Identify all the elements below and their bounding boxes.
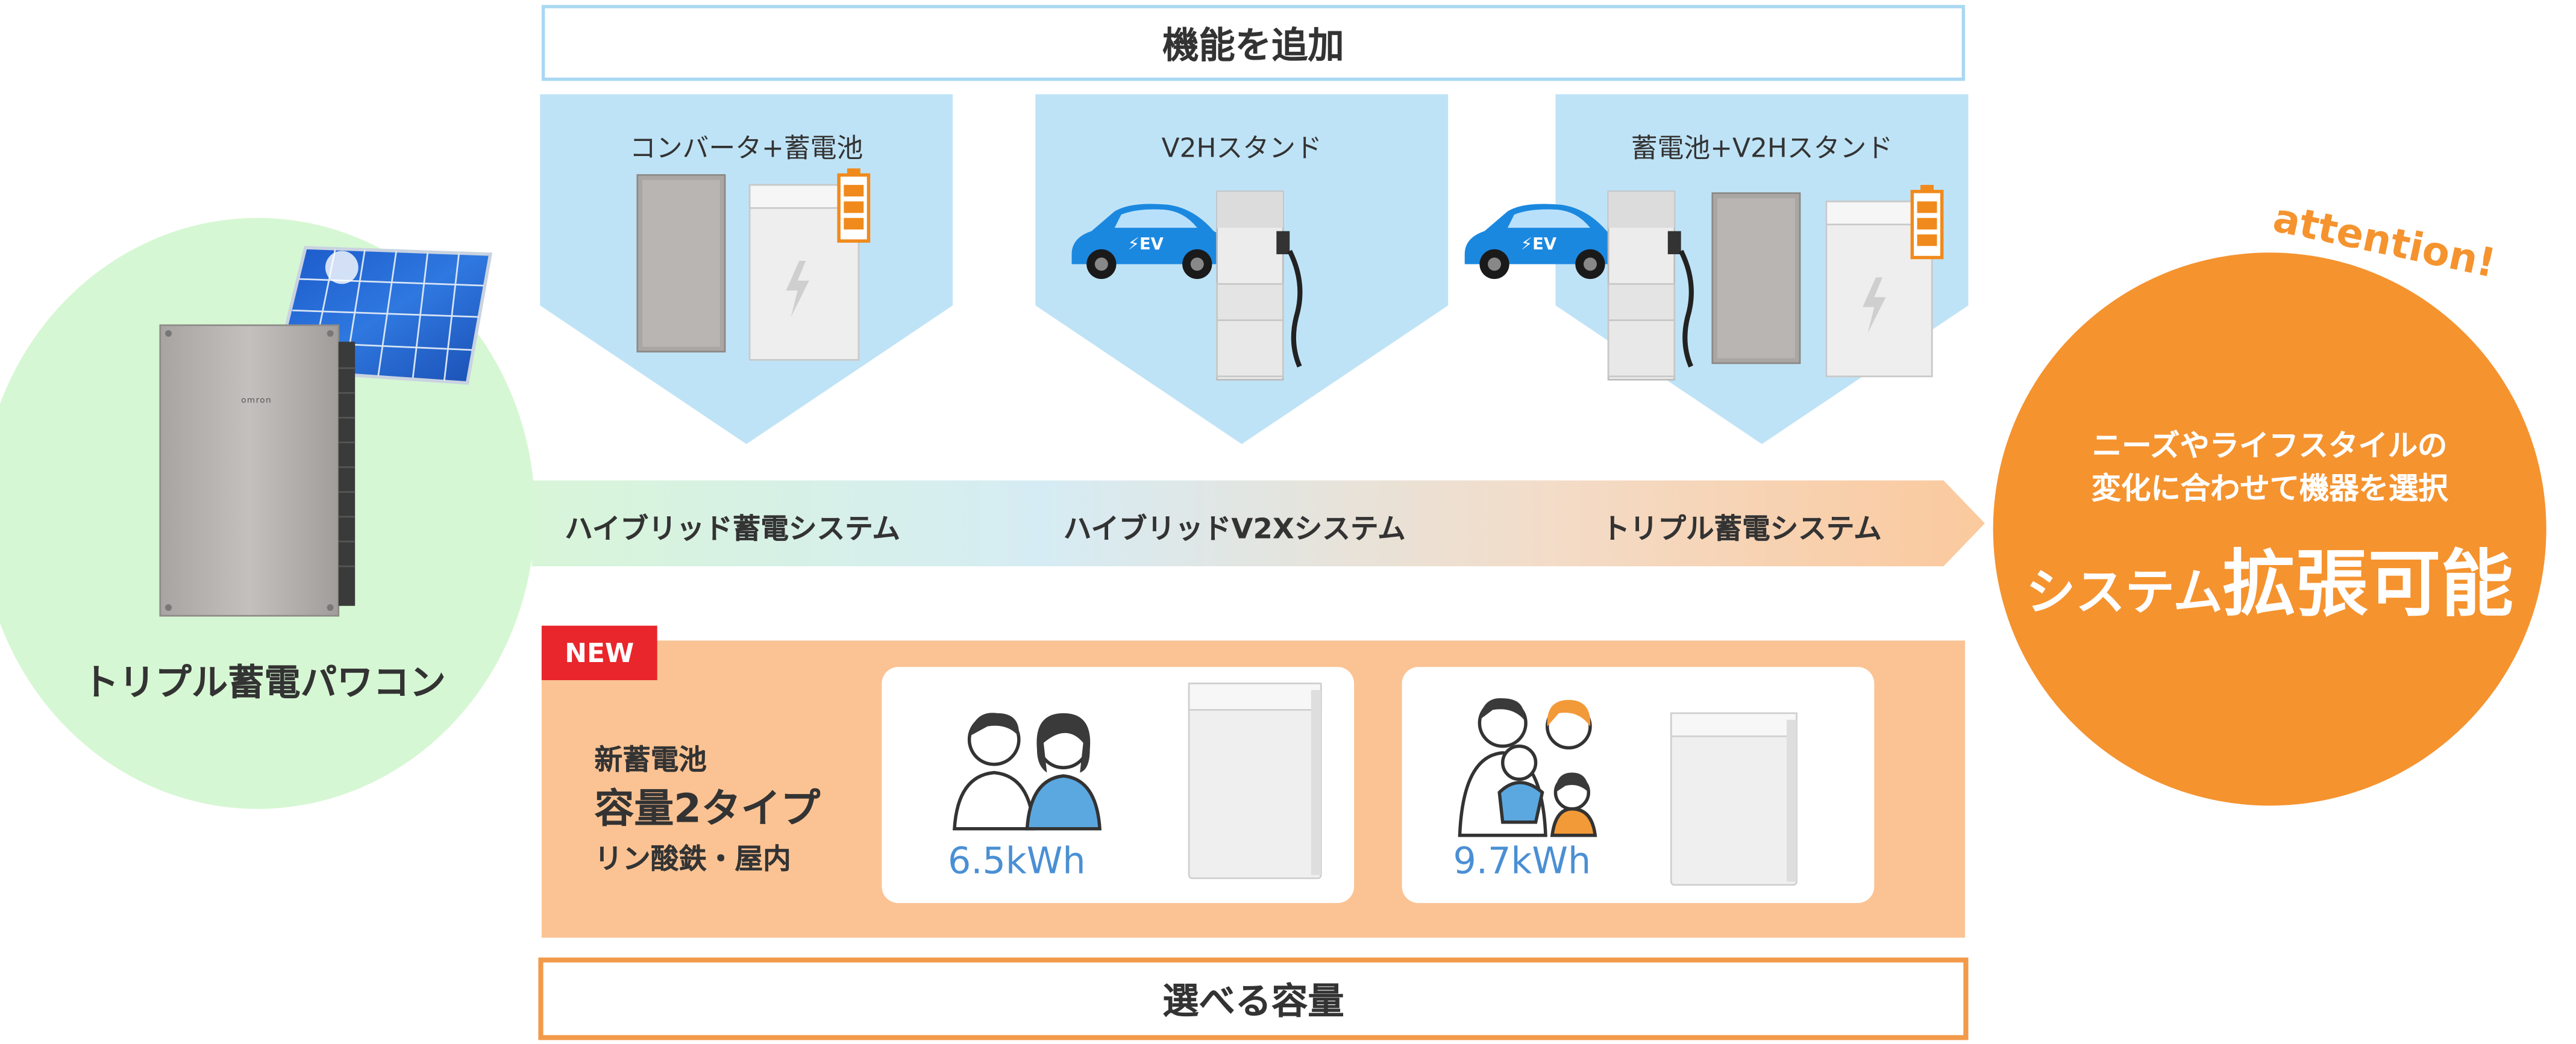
capacity-value-6-5: 6.5kWh <box>947 842 1086 884</box>
right-line2: 変化に合わせて機器を選択 <box>2091 472 2448 507</box>
right-circle-background <box>1993 252 2546 806</box>
battery-6-5-device <box>1188 683 1322 880</box>
lightning-icon-2 <box>1863 277 1886 334</box>
family-icon <box>1458 698 1597 837</box>
header-add-functions: 機能を追加 <box>541 5 1966 81</box>
ev-car-icon-2 <box>1464 204 1620 280</box>
power-conditioner-label: トリプル蓄電パワコン <box>82 663 446 705</box>
power-conditioner-device <box>159 324 356 617</box>
header-title: 機能を追加 <box>1162 26 1344 68</box>
lightning-icon <box>786 260 809 317</box>
new-badge: NEW <box>541 625 657 681</box>
v2h-stand-device-2 <box>1607 190 1694 381</box>
system-label-hybrid-storage: ハイブリッド蓄電システム <box>565 513 900 547</box>
v2h-stand-device <box>1216 190 1303 381</box>
panel-label-battery-v2h: 蓄電池+V2Hスタンド <box>1631 132 1893 164</box>
new-battery-line3: リン酸鉄・屋内 <box>594 843 791 877</box>
right-headline-small: システム <box>2026 564 2223 623</box>
ev-car-icon <box>1071 204 1227 280</box>
converter-unit-2 <box>1711 192 1801 364</box>
system-label-hybrid-v2x: ハイブリッドV2Xシステム <box>1063 513 1406 547</box>
system-label-triple-storage: トリプル蓄電システム <box>1602 513 1882 547</box>
new-battery-line1: 新蓄電池 <box>594 744 707 778</box>
right-line1: ニーズやライフスタイルの <box>2092 429 2448 464</box>
battery-unit-2 <box>1825 184 1944 378</box>
system-arrow-band <box>531 480 1985 566</box>
new-battery-line2: 容量2タイプ <box>594 786 821 833</box>
converter-unit <box>636 174 726 353</box>
ev-badge-2: ⚡EV <box>1520 236 1557 255</box>
panel-label-v2h-stand: V2Hスタンド <box>1161 132 1322 164</box>
capacity-value-9-7: 9.7kWh <box>1453 842 1591 884</box>
right-headline: システム拡張可能 <box>1993 525 2546 630</box>
battery-9-7-device <box>1670 712 1797 886</box>
ev-badge: ⚡EV <box>1127 236 1164 255</box>
couple-icon <box>953 713 1102 831</box>
footer-selectable-capacity: 選べる容量 <box>538 957 1969 1040</box>
omron-logo: omron <box>241 396 272 407</box>
footer-title: 選べる容量 <box>1162 982 1344 1024</box>
panel-label-converter-battery: コンバータ+蓄電池 <box>629 132 863 164</box>
battery-unit <box>748 168 871 361</box>
right-headline-big: 拡張可能 <box>2222 543 2514 628</box>
